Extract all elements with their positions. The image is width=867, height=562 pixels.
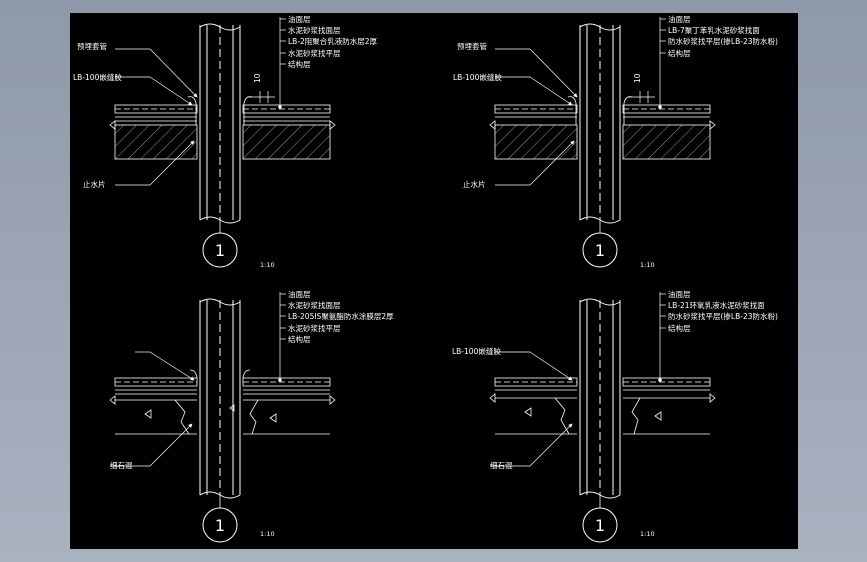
detail-bubble: 1 — [202, 220, 238, 268]
detail-number: 1 — [595, 516, 605, 535]
detail-bubble: 1 — [582, 220, 618, 268]
callouts-left: 预埋套管 LB-100嵌缝胶 止水片 — [73, 41, 122, 189]
callout-label: 预埋套管 — [77, 41, 107, 51]
callout-label: LB-100嵌缝胶 — [73, 72, 122, 82]
leaders-right — [658, 292, 666, 382]
callout-label: 油面层 — [668, 14, 691, 24]
leaders-left — [110, 351, 195, 467]
scale-label: 1:10 — [260, 530, 275, 538]
callout-label: 结构层 — [288, 59, 311, 69]
detail-bottom-left[interactable]: 油面层 水泥砂浆找面层 LB-205IS聚氨酯防水涂膜层2厚 水泥砂浆找平层 结… — [109, 289, 394, 543]
callouts-right: 油面层 LB-21环氧乳液水泥砂浆找面 防水砂浆找平层(掺LB-23防水粉) 结… — [668, 289, 778, 333]
leaders-left — [115, 48, 275, 186]
leaders-left — [495, 48, 655, 186]
pipe — [199, 23, 241, 224]
scale-label: 1:10 — [640, 530, 655, 538]
callout-label: LB-21环氧乳液水泥砂浆找面 — [668, 300, 765, 310]
callouts-left: LB-100嵌缝胶 细石混 — [452, 346, 513, 470]
callout-label: LB-100嵌缝胶 — [453, 72, 502, 82]
callout-label: 水泥砂浆找面层 — [288, 300, 341, 310]
detail-top-left[interactable]: 油面层 水泥砂浆找面层 LB-2阻聚合乳液防水层2厚 水泥砂浆找平层 结构层 预… — [73, 14, 378, 269]
callout-label: LB-100嵌缝胶 — [452, 346, 501, 356]
leaders-left — [490, 351, 573, 467]
callout-label: 细石混 — [490, 460, 513, 470]
detail-number: 1 — [595, 241, 605, 260]
callout-label: 止水片 — [463, 179, 486, 189]
callout-label: 油面层 — [288, 289, 311, 299]
callout-label: LB-2阻聚合乳液防水层2厚 — [288, 36, 378, 46]
pipe — [199, 298, 241, 499]
floor-layers — [109, 369, 336, 435]
pipe — [579, 298, 621, 499]
detail-bubble: 1 — [582, 495, 618, 543]
callout-label: 细石混 — [110, 460, 133, 470]
scale-label: 1:10 — [640, 261, 655, 269]
detail-number: 1 — [215, 516, 225, 535]
callout-label: 水泥砂浆找平层 — [288, 323, 341, 333]
callouts-right: 油面层 水泥砂浆找面层 LB-205IS聚氨酯防水涂膜层2厚 水泥砂浆找平层 结… — [288, 289, 394, 344]
dimension-text: 10 — [253, 73, 262, 83]
detail-number: 1 — [215, 241, 225, 260]
callout-label: LB-7聚丁苯乳水泥砂浆找面 — [668, 25, 760, 35]
drawing-svg: 油面层 水泥砂浆找面层 LB-2阻聚合乳液防水层2厚 水泥砂浆找平层 结构层 预… — [73, 14, 778, 543]
callout-label: 防水砂浆找平层(掺LB-23防水粉) — [668, 311, 778, 321]
callout-label: 预埋套管 — [457, 41, 487, 51]
detail-top-right[interactable]: 油面层 LB-7聚丁苯乳水泥砂浆找面 防水砂浆找平层(掺LB-23防水粉) 结构… — [453, 14, 778, 269]
callout-label: 结构层 — [668, 323, 691, 333]
detail-bottom-right[interactable]: 油面层 LB-21环氧乳液水泥砂浆找面 防水砂浆找平层(掺LB-23防水粉) 结… — [452, 289, 778, 543]
floor-layers — [109, 96, 336, 160]
detail-bubble: 1 — [202, 495, 238, 543]
callout-label: 水泥砂浆找平层 — [288, 48, 341, 58]
callout-label: 止水片 — [83, 179, 106, 189]
pipe — [579, 23, 621, 224]
leaders-right — [278, 292, 286, 382]
callout-label: 结构层 — [668, 48, 691, 58]
callout-label: 水泥砂浆找面层 — [288, 25, 341, 35]
callouts-right: 油面层 LB-7聚丁苯乳水泥砂浆找面 防水砂浆找平层(掺LB-23防水粉) 结构… — [668, 14, 778, 58]
floor-layers — [489, 377, 716, 435]
drawing-canvas[interactable]: 油面层 水泥砂浆找面层 LB-2阻聚合乳液防水层2厚 水泥砂浆找平层 结构层 预… — [70, 13, 798, 549]
callout-label: 结构层 — [288, 334, 311, 344]
dimension-text: 10 — [633, 73, 642, 83]
callouts-left: 细石混 — [110, 460, 133, 470]
callout-label: LB-205IS聚氨酯防水涂膜层2厚 — [288, 311, 394, 321]
callout-label: 油面层 — [288, 14, 311, 24]
floor-layers — [489, 96, 716, 160]
leaders-right — [278, 17, 286, 109]
callouts-left: 预埋套管 LB-100嵌缝胶 止水片 — [453, 41, 502, 189]
leaders-right — [658, 17, 666, 109]
scale-label: 1:10 — [260, 261, 275, 269]
callout-label: 防水砂浆找平层(掺LB-23防水粉) — [668, 36, 778, 46]
callout-label: 油面层 — [668, 289, 691, 299]
callouts-right: 油面层 水泥砂浆找面层 LB-2阻聚合乳液防水层2厚 水泥砂浆找平层 结构层 — [288, 14, 378, 69]
